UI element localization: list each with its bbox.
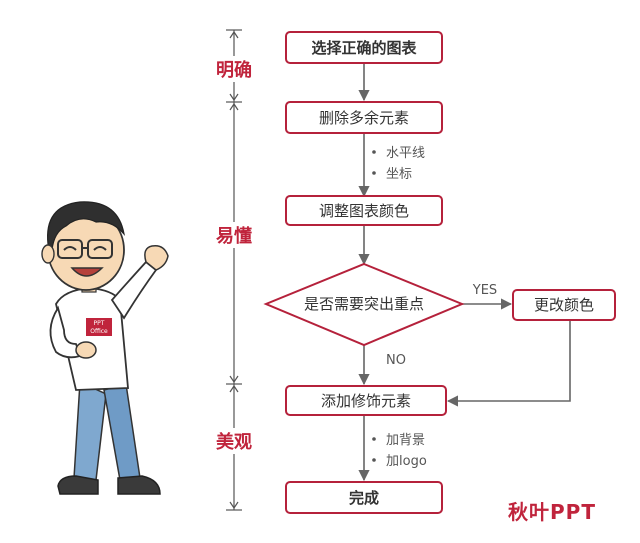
step-adjust-colors: 调整图表颜色 [285, 195, 443, 226]
yes-label: YES [472, 283, 497, 298]
shirt-text-office: Office [90, 328, 108, 335]
step-remove-elements: 删除多余元素 [285, 101, 443, 134]
brand-logo: 秋叶PPT [508, 500, 596, 524]
shirt-text-ppt: PPT [94, 320, 105, 327]
phase-timeline: 明确 易懂 美观 [210, 29, 258, 511]
bullet-add-background: 加背景 [386, 433, 425, 448]
decision-highlight: 是否需要突出重点 [263, 262, 465, 347]
step-change-color-label: 更改颜色 [534, 296, 594, 314]
bullets-decoration: 加背景 加logo [372, 433, 427, 469]
bullets-remove: 水平线 坐标 [372, 146, 425, 182]
step-select-chart-label: 选择正确的图表 [311, 39, 417, 57]
decision-highlight-label: 是否需要突出重点 [304, 295, 424, 313]
presenter-character: PPT Office [41, 201, 169, 495]
phase-label-understandable: 易懂 [216, 225, 252, 247]
step-change-color: 更改颜色 [512, 289, 616, 321]
step-remove-elements-label: 删除多余元素 [319, 109, 409, 127]
flow-connectors [358, 63, 571, 482]
bullet-add-logo: 加logo [386, 454, 427, 469]
bullet-horizontal-line: 水平线 [386, 146, 425, 161]
step-add-decoration: 添加修饰元素 [285, 385, 447, 416]
step-done-label: 完成 [349, 489, 379, 507]
step-select-chart: 选择正确的图表 [285, 31, 443, 64]
step-done: 完成 [285, 481, 443, 514]
phase-label-beautiful: 美观 [216, 431, 252, 453]
no-label: NO [386, 353, 406, 368]
phase-label-clear: 明确 [216, 59, 252, 81]
bullet-axis: 坐标 [386, 167, 412, 182]
step-add-decoration-label: 添加修饰元素 [321, 392, 411, 410]
step-adjust-colors-label: 调整图表颜色 [319, 202, 409, 220]
